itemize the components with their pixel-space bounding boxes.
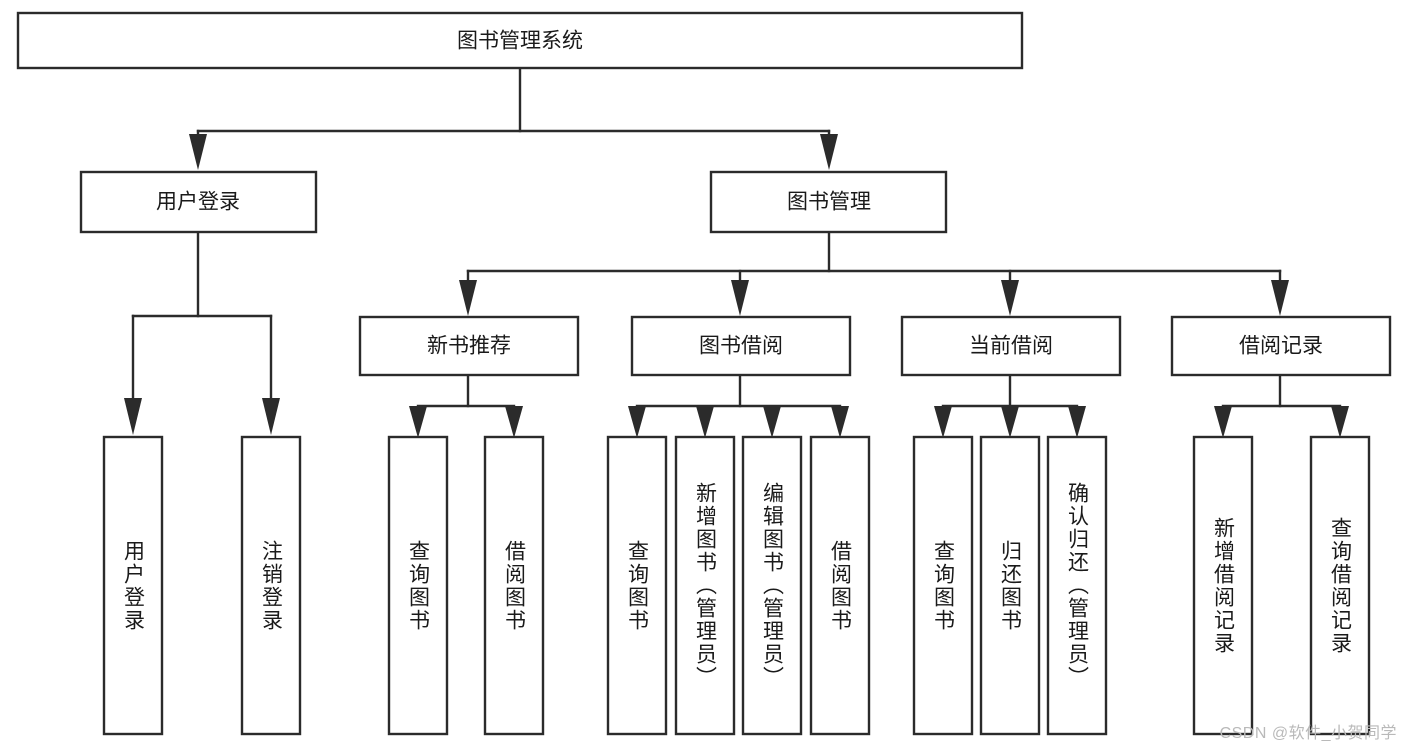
arrow-new-book-child-1 xyxy=(409,406,427,438)
leaf-box-book-borrow-2[interactable] xyxy=(674,435,736,736)
arrow-book-borrow-child-4 xyxy=(831,406,849,438)
leaf-box-new-book-1[interactable] xyxy=(387,435,449,736)
leaf-box-book-borrow-3[interactable] xyxy=(741,435,803,736)
arrow-current-borrow-child-3 xyxy=(1068,406,1086,438)
connector-group-borrow-record xyxy=(1214,373,1349,438)
arrow-book-borrow-child-2 xyxy=(696,406,714,438)
arrow-to-new-book xyxy=(459,280,477,316)
connector-group-new-book xyxy=(409,373,523,438)
node-new-book-label: 新书推荐 xyxy=(427,335,511,358)
leaf-box-user-login-2[interactable] xyxy=(240,435,302,736)
node-borrow-record-label: 借阅记录 xyxy=(1239,335,1323,358)
arrow-to-book-borrow xyxy=(731,280,749,316)
node-book-borrow-box[interactable] xyxy=(630,315,852,377)
arrow-to-book-manage xyxy=(820,134,838,170)
arrow-to-user-login xyxy=(189,134,207,170)
connector-group-current-borrow xyxy=(934,373,1086,438)
connector-group-user-login xyxy=(124,231,280,435)
arrow-borrow-record-child-2 xyxy=(1331,406,1349,438)
arrow-to-borrow-record xyxy=(1271,280,1289,316)
node-root-label: 图书管理系统 xyxy=(457,30,583,53)
connector-group-book-manage xyxy=(459,231,1289,316)
arrow-current-borrow-child-2 xyxy=(1001,406,1019,438)
arrow-borrow-record-child-1 xyxy=(1214,406,1232,438)
node-current-borrow-box[interactable] xyxy=(900,315,1122,377)
node-user-login-label: 用户登录 xyxy=(156,191,240,214)
node-new-book-box[interactable] xyxy=(358,315,580,377)
arrow-to-current-borrow xyxy=(1001,280,1019,316)
arrow-new-book-child-2 xyxy=(505,406,523,438)
leaf-box-current-borrow-1[interactable] xyxy=(912,435,974,736)
node-root-box[interactable] xyxy=(16,11,1024,70)
watermark-text: CSDN @软件_小贺同学 xyxy=(1219,725,1397,742)
arrow-user-login-child-2 xyxy=(262,398,280,435)
node-book-manage-label: 图书管理 xyxy=(787,191,871,214)
leaf-box-user-login-1[interactable] xyxy=(102,435,164,736)
leaf-box-current-borrow-2[interactable] xyxy=(979,435,1041,736)
node-current-borrow-label: 当前借阅 xyxy=(969,335,1053,358)
arrow-user-login-child-1 xyxy=(124,398,142,435)
node-book-manage-box[interactable] xyxy=(709,170,948,234)
leaf-box-current-borrow-3[interactable] xyxy=(1046,435,1108,736)
leaf-box-book-borrow-4[interactable] xyxy=(809,435,871,736)
connector-group-root xyxy=(189,67,838,170)
connector-group-book-borrow xyxy=(628,373,849,438)
node-user-login-box[interactable] xyxy=(79,170,318,234)
arrow-book-borrow-child-3 xyxy=(763,406,781,438)
leaf-box-book-borrow-1[interactable] xyxy=(606,435,668,736)
node-book-borrow-label: 图书借阅 xyxy=(699,335,783,358)
leaf-box-new-book-2[interactable] xyxy=(483,435,545,736)
leaf-box-borrow-record-1[interactable] xyxy=(1192,435,1254,736)
leaf-box-borrow-record-2[interactable] xyxy=(1309,435,1371,736)
node-borrow-record-box[interactable] xyxy=(1170,315,1392,377)
arrow-current-borrow-child-1 xyxy=(934,406,952,438)
arrow-book-borrow-child-1 xyxy=(628,406,646,438)
